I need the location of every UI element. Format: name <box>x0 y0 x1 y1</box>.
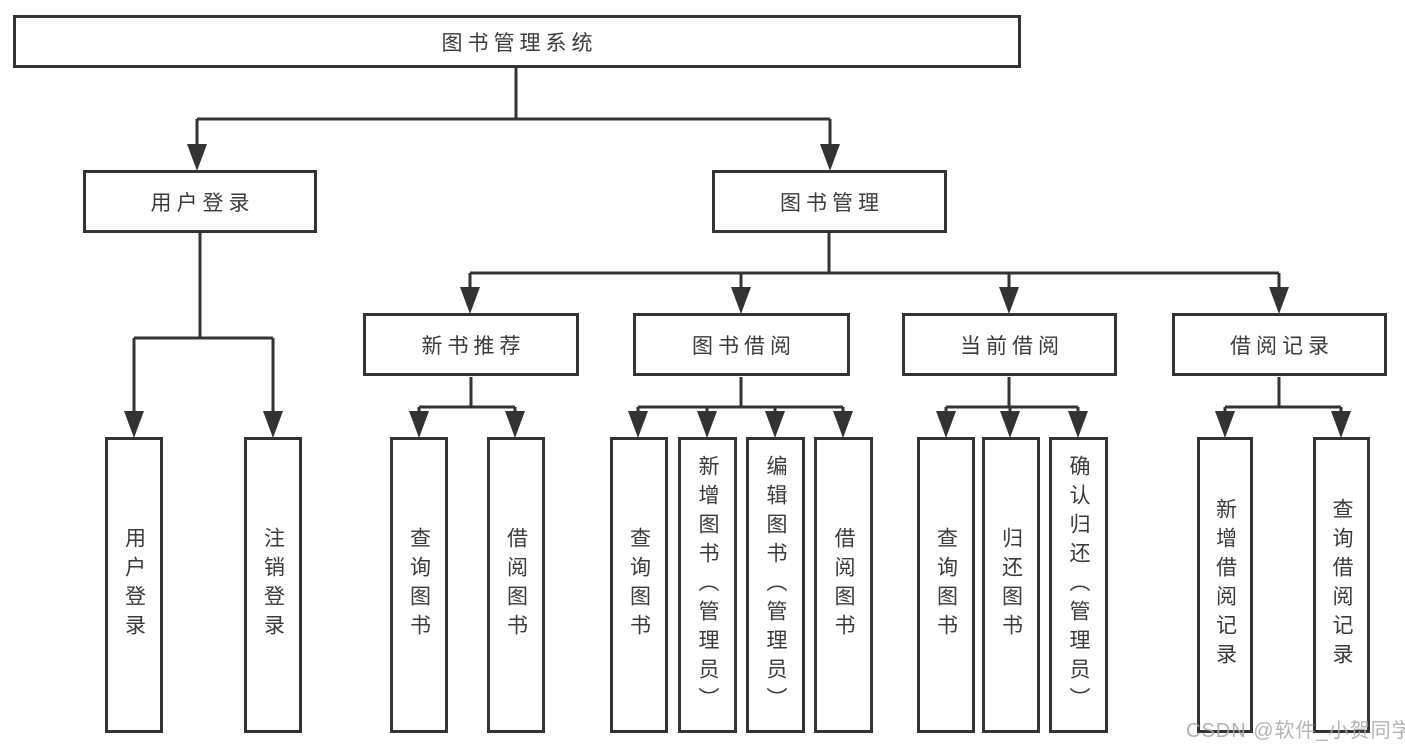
node-label: 注销登录 <box>261 527 285 643</box>
node-label: 查询图书 <box>934 527 958 643</box>
node-label: 借阅图书 <box>832 527 855 643</box>
node-user-login: 用户登录 <box>83 170 317 233</box>
leaf-add-books-admin: 新增图书（管理员） <box>678 437 737 733</box>
leaf-return-books: 归还图书 <box>982 437 1040 733</box>
node-label: 新增图书（管理员） <box>696 454 719 716</box>
node-label: 借阅记录 <box>1230 334 1334 358</box>
node-label: 查询借阅记录 <box>1330 498 1353 672</box>
node-label: 新书推荐 <box>421 334 526 358</box>
node-label: 新增借阅记录 <box>1213 498 1237 672</box>
tree-edges <box>132 68 1343 413</box>
leaf-query-books-current: 查询图书 <box>917 437 975 733</box>
node-label: 当前借阅 <box>960 334 1064 358</box>
leaf-query-borrow-record: 查询借阅记录 <box>1313 437 1370 733</box>
node-new-book-recommend: 新书推荐 <box>363 313 579 376</box>
leaf-borrow-books-recommend: 借阅图书 <box>487 437 545 733</box>
node-current-borrow: 当前借阅 <box>902 313 1117 376</box>
node-label: 图书管理系统 <box>441 31 598 55</box>
leaf-query-books-recommend: 查询图书 <box>390 437 448 733</box>
node-label: 图书借阅 <box>692 334 796 358</box>
node-label: 图书管理 <box>780 191 884 215</box>
node-label: 归还图书 <box>999 527 1023 643</box>
node-label: 编辑图书（管理员） <box>764 454 787 716</box>
csdn-watermark: CSDN @软件_小贺同学 <box>1186 720 1405 742</box>
arrowheads <box>124 144 1351 438</box>
leaf-query-books-borrow: 查询图书 <box>610 437 668 733</box>
node-root-library-system: 图书管理系统 <box>13 15 1021 68</box>
leaf-logout-login: 注销登录 <box>244 437 302 733</box>
node-label: 用户登录 <box>122 527 146 643</box>
leaf-edit-books-admin: 编辑图书（管理员） <box>746 437 805 733</box>
node-borrow-records: 借阅记录 <box>1172 313 1387 376</box>
node-label: 借阅图书 <box>504 527 528 643</box>
leaf-user-login: 用户登录 <box>105 437 163 733</box>
leaf-borrow-books: 借阅图书 <box>814 437 873 733</box>
node-book-borrow: 图书借阅 <box>633 313 850 376</box>
node-label: 查询图书 <box>627 527 651 643</box>
node-label: 确认归还（管理员） <box>1067 454 1090 716</box>
leaf-add-borrow-record: 新增借阅记录 <box>1197 437 1253 733</box>
leaf-confirm-return-admin: 确认归还（管理员） <box>1049 437 1108 733</box>
node-label: 用户登录 <box>150 191 255 215</box>
node-book-management: 图书管理 <box>712 170 947 233</box>
node-label: 查询图书 <box>407 527 431 643</box>
